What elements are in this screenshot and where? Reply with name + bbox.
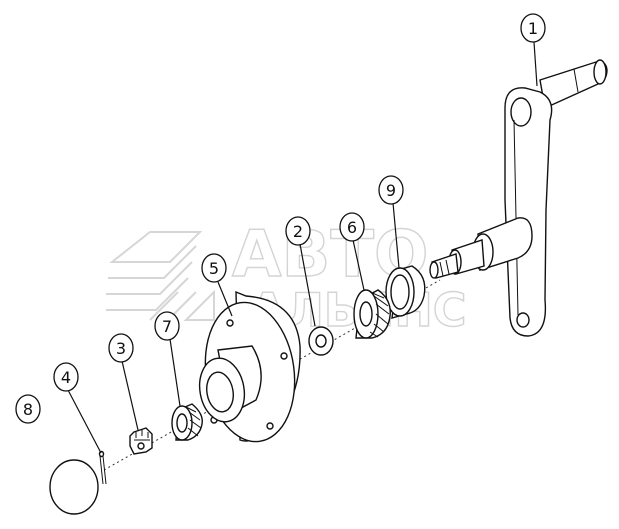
callout-8-label: 8 <box>23 400 33 419</box>
knuckle-shaft-end <box>593 59 607 85</box>
callout-1-label: 1 <box>528 19 538 38</box>
knuckle-shaft-step <box>573 68 579 93</box>
outer-bearing-rollers <box>185 406 202 437</box>
part-7-outer-bearing <box>171 403 203 441</box>
seal-inner-ring <box>390 274 410 310</box>
part-8-dust-cap <box>49 459 99 515</box>
callout-7-label: 7 <box>162 317 172 336</box>
callout-2-label: 2 <box>293 222 303 241</box>
callout-6-label: 6 <box>347 218 357 237</box>
cotter-pin-legs <box>99 455 107 485</box>
leader-9 <box>392 202 400 269</box>
leader-lines <box>67 41 538 454</box>
spindle-thread <box>439 259 450 277</box>
callout-7: 7 <box>154 311 180 341</box>
castle-nut-hole <box>137 442 145 450</box>
callout-9: 9 <box>378 175 404 205</box>
dust-cap <box>49 459 99 515</box>
callout-6: 6 <box>339 212 365 242</box>
callout-9-label: 9 <box>386 181 396 200</box>
callout-4-label: 4 <box>61 368 71 387</box>
callout-5-label: 5 <box>209 259 219 278</box>
hub-bore <box>206 371 234 413</box>
castle-nut-slots <box>134 430 150 441</box>
leader-2 <box>299 243 316 327</box>
leader-4 <box>67 389 102 454</box>
knuckle-upper-eye <box>510 97 532 127</box>
leader-7 <box>169 338 181 407</box>
part-4-cotter-pin <box>98 450 107 485</box>
leader-5 <box>217 281 233 317</box>
leader-1 <box>533 41 538 87</box>
knuckle-arm-body <box>504 87 553 337</box>
leader-3 <box>121 360 139 431</box>
callout-1: 1 <box>520 13 546 43</box>
hub-bolt-hole-3 <box>266 422 274 430</box>
watermark-emblem <box>106 231 215 321</box>
callout-3: 3 <box>108 333 134 363</box>
hub-bolt-hole-2 <box>280 352 288 360</box>
callout-4: 4 <box>53 362 79 392</box>
washer-hole <box>315 334 327 348</box>
callout-3-label: 3 <box>116 339 126 358</box>
callout-8: 8 <box>15 394 41 424</box>
inner-bearing-rollers <box>369 291 390 338</box>
callout-5: 5 <box>201 253 227 283</box>
spindle-tip <box>429 261 439 279</box>
part-9-seal <box>385 265 426 319</box>
castle-nut-body <box>129 427 153 455</box>
leader-6 <box>352 239 365 291</box>
part-6-inner-bearing <box>353 289 391 339</box>
hub-bolt-hole-1 <box>226 319 234 327</box>
part-3-castle-nut <box>129 427 153 455</box>
part-5-hub <box>198 290 301 443</box>
part-2-washer <box>308 326 334 356</box>
callout-2: 2 <box>285 216 311 246</box>
part-1-knuckle <box>429 59 608 337</box>
knuckle-lower-eye <box>516 312 530 328</box>
knuckle-arm-edge <box>513 119 519 316</box>
outer-bearing-bore <box>176 413 188 433</box>
inner-bearing-bore <box>359 301 373 327</box>
